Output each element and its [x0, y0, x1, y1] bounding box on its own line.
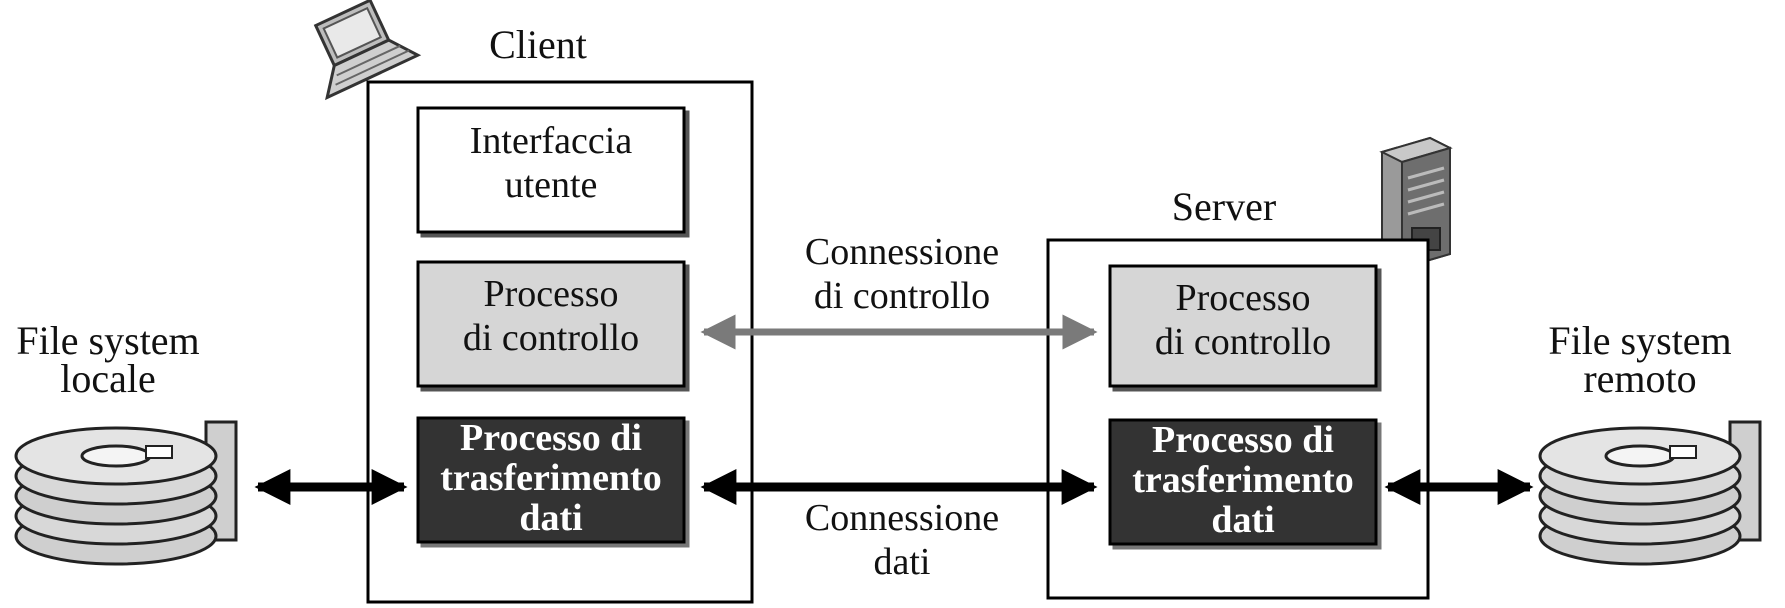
server-transfer-line2: trasferimento: [1132, 459, 1354, 501]
server-transfer-line1: Processo di: [1152, 419, 1334, 461]
control-connection-label-line2: di controllo: [814, 275, 990, 317]
client-title: Client: [489, 22, 587, 67]
client-transfer-line3: dati: [519, 497, 582, 539]
remote-fs-label-line1: File system: [1548, 318, 1731, 363]
client-ui-box: [416, 106, 686, 234]
remote-disk-stack-icon: [1538, 420, 1762, 566]
server-transfer-process-box: [1108, 418, 1378, 546]
remote-fs-label-line2: remoto: [1583, 356, 1696, 401]
server-control-line2: di controllo: [1155, 321, 1331, 363]
client-transfer-line1: Processo di: [460, 417, 642, 459]
local-fs-label-line2: locale: [60, 356, 156, 401]
server-title: Server: [1172, 184, 1276, 229]
server-control-line1: Processo: [1175, 277, 1310, 319]
client-transfer-process-box: [416, 416, 686, 544]
client-transfer-line2: trasferimento: [440, 457, 662, 499]
local-disk-stack-icon: [14, 420, 238, 566]
client-ui-line2: utente: [505, 164, 598, 206]
data-connection-label-line2: dati: [874, 541, 931, 583]
server-tower-icon: [1379, 136, 1453, 270]
client-control-process-box: [416, 260, 686, 388]
client-control-line1: Processo: [483, 273, 618, 315]
server-transfer-line3: dati: [1211, 499, 1274, 541]
client-ui-line1: Interfaccia: [470, 120, 633, 162]
control-connection-label-line1: Connessione: [805, 231, 999, 273]
local-fs-label-line1: File system: [16, 318, 199, 363]
client-control-line2: di controllo: [463, 317, 639, 359]
server-control-process-box: [1108, 264, 1378, 388]
data-connection-label-line1: Connessione: [805, 497, 999, 539]
laptop-icon: [313, 0, 422, 101]
